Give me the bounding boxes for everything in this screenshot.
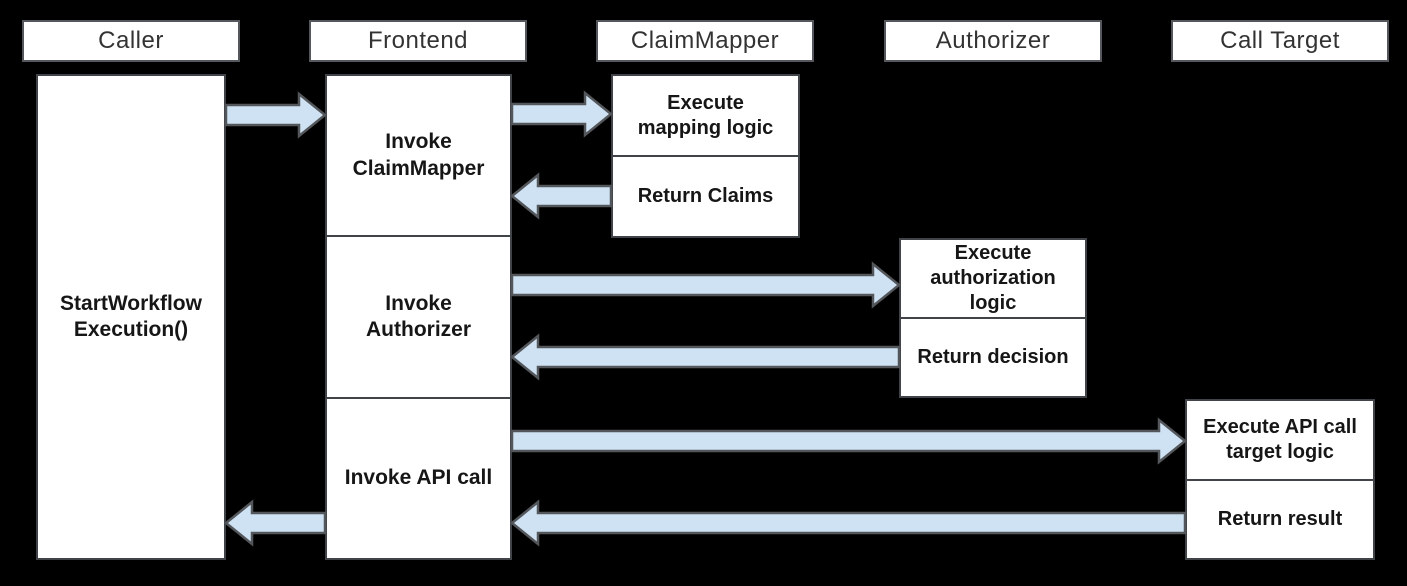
- lane-header-claimmapper: ClaimMapper: [596, 20, 814, 62]
- arrow-caller-to-frontend: [224, 91, 327, 139]
- execute-mapping-logic-step: Execute mapping logic: [613, 76, 798, 157]
- invoke-claimmapper-step: Invoke ClaimMapper: [327, 76, 510, 238]
- execute-authorization-logic-step: Execute authorization logic: [901, 240, 1085, 319]
- lane-header-authorizer: Authorizer: [884, 20, 1102, 62]
- lane-label: Call Target: [1220, 27, 1340, 54]
- startworkflowexecution-label: StartWorkflow Execution(): [60, 291, 202, 341]
- invoke-claimmapper-label: Invoke ClaimMapper: [352, 130, 485, 180]
- execute-authorization-logic-label: Execute authorization logic: [930, 242, 1056, 314]
- invoke-authorizer-label: Invoke Authorizer: [366, 291, 471, 341]
- return-claims-label: Return Claims: [637, 185, 774, 207]
- arrow-frontend-to-authorizer: [510, 261, 901, 309]
- lane-header-calltarget: Call Target: [1171, 20, 1389, 62]
- return-result-step: Return result: [1187, 481, 1373, 559]
- arrow-calltarget-to-frontend: [510, 499, 1187, 547]
- lane-label: Authorizer: [935, 27, 1051, 54]
- invoke-api-call-label: Invoke API call: [344, 466, 493, 490]
- return-decision-step: Return decision: [901, 319, 1085, 396]
- execute-mapping-logic-label: Execute mapping logic: [637, 91, 774, 139]
- arrow-authorizer-to-frontend: [510, 333, 901, 381]
- return-result-label: Return result: [1217, 507, 1343, 530]
- arrow-frontend-to-caller: [224, 499, 327, 547]
- startworkflowexecution-step: StartWorkflow Execution(): [38, 76, 224, 558]
- authorizer-activation-box: Execute authorization logic Return decis…: [899, 238, 1087, 398]
- lane-label: Caller: [98, 27, 164, 54]
- lane-label: ClaimMapper: [630, 27, 780, 54]
- calltarget-activation-box: Execute API call target logic Return res…: [1185, 399, 1375, 560]
- caller-activation-box: StartWorkflow Execution(): [36, 74, 226, 560]
- execute-api-call-target-logic-label: Execute API call target logic: [1203, 415, 1357, 463]
- arrow-claimmapper-to-frontend: [510, 172, 613, 220]
- return-claims-step: Return Claims: [613, 157, 798, 236]
- lane-header-frontend: Frontend: [309, 20, 527, 62]
- invoke-api-call-step: Invoke API call: [327, 399, 510, 558]
- return-decision-label: Return decision: [917, 346, 1069, 368]
- arrow-frontend-to-calltarget: [510, 417, 1187, 465]
- invoke-authorizer-step: Invoke Authorizer: [327, 237, 510, 399]
- lane-header-caller: Caller: [22, 20, 240, 62]
- lane-label: Frontend: [367, 27, 469, 54]
- frontend-activation-box: Invoke ClaimMapper Invoke Authorizer Inv…: [325, 74, 512, 560]
- arrow-frontend-to-claimmapper: [510, 90, 613, 138]
- claimmapper-activation-box: Execute mapping logic Return Claims: [611, 74, 800, 238]
- execute-api-call-target-logic-step: Execute API call target logic: [1187, 401, 1373, 481]
